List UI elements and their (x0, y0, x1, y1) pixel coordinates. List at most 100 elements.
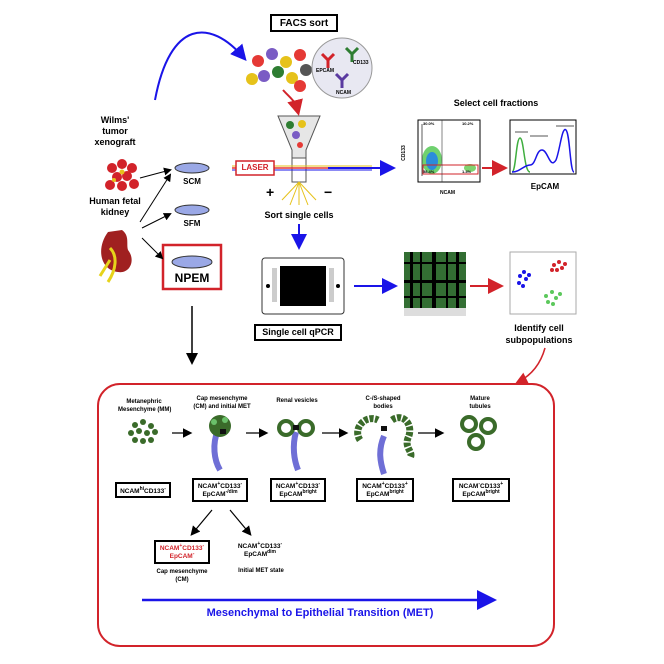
cs-a-sup: + (381, 481, 385, 487)
sort-single-cells-label: Sort single cells (264, 210, 334, 220)
marker-box-mt: NCAM-CD133+ EpCAMbright (452, 478, 510, 502)
epcam-histogram (509, 119, 577, 175)
marker-box-mm: NCAMhiCD133- (115, 482, 171, 498)
qpcr-label: Single cell qPCR (254, 324, 342, 341)
marker-box-rv: NCAM+CD133- EpCAMbright (270, 478, 326, 502)
stage-title-cm: Cap mesenchyme (CM) and initial MET (190, 395, 254, 411)
rv-b: CD133 (298, 483, 319, 490)
rv-c-sup: bright (302, 489, 317, 496)
met-c-sup: dim (267, 549, 276, 556)
stage-title-cs: C-/S-shaped bodies (356, 395, 410, 411)
stage-cm-l1: Cap mesenchyme (196, 396, 248, 402)
cm-c-sup: -/dim (225, 489, 238, 496)
facs-scatter-plot (417, 119, 481, 183)
scm-label: SCM (183, 177, 201, 186)
cap-caption: Cap mesenchyme (CM) (146, 568, 218, 584)
facs-sort-label: FACS sort (270, 14, 338, 32)
cs-c: EpCAM (366, 491, 390, 499)
cs-b-sup: + (404, 481, 408, 487)
rv-b-sup: - (318, 481, 321, 487)
marker-box-met: NCAM+CD133- EpCAMdim (232, 540, 288, 564)
stage-mm-l1: Metanephric (126, 399, 162, 405)
marker-box-cs: NCAM+CD133+ EpCAMbright (356, 478, 414, 502)
red-arrow-bottom (515, 347, 546, 384)
qpcr-chip (261, 257, 345, 315)
npem-label: NPEM (174, 271, 210, 285)
mt-b-sup: + (500, 481, 504, 487)
ab-cd133-label: CD133 (353, 60, 369, 66)
stage-title-mm: Metanephric Mesenchyme (MM) (118, 398, 172, 414)
stage-cm-l2: (CM) and initial MET (193, 404, 251, 410)
mature-tubules (460, 415, 497, 451)
met-line1: NCAM+CD133- (232, 541, 288, 550)
facs-q-tl: 30.0% (423, 121, 435, 126)
cm-line1: NCAM+CD133- (194, 481, 246, 490)
culture-dishes (161, 162, 223, 291)
curved-arrow (154, 31, 247, 101)
facs-y-axis: CD133 (400, 145, 407, 161)
wilms-line1: Wilms' (100, 115, 130, 125)
cm-a-sup: + (217, 481, 221, 487)
stage-mm-l2: Mesenchyme (MM) (118, 407, 172, 413)
stage-mt-l2: tubules (469, 404, 491, 410)
cap-caption-l2: (CM) (175, 577, 189, 583)
mm-cells (128, 419, 158, 444)
mt-c-sup: bright (485, 489, 500, 496)
cap-b: CD133 (182, 545, 203, 552)
marker-box-cap: NCAM+CD133- EpCAM- (154, 540, 210, 564)
mt-a-sup: - (478, 481, 480, 487)
mt-line2: EpCAMbright (454, 489, 508, 499)
mt-a: NCAM (458, 483, 479, 490)
arrow-kidney-npem (141, 237, 164, 260)
ab-ncam-label: NCAM (336, 90, 351, 96)
met-title: Mesenchymal to Epithelial Transition (ME… (206, 607, 434, 619)
ab-epcam-label: EPCAM (316, 68, 335, 74)
stage-cs-l1: C-/S-shaped (365, 396, 401, 402)
cm-c: EpCAM (202, 491, 226, 499)
met-a-sup: + (257, 541, 261, 547)
stage-mt-l1: Mature (470, 396, 490, 402)
identify-label: Identify cell subpopulations (494, 322, 584, 346)
minus-label: − (324, 184, 333, 200)
identify-line2: subpopulations (505, 335, 573, 345)
mm-a: NCAM (120, 488, 140, 495)
cm-a: NCAM (197, 483, 218, 490)
cap-line2: EpCAM- (156, 552, 208, 561)
facs-q-tr: 10.2% (462, 121, 474, 126)
cm-b: CD133 (220, 483, 241, 490)
stage-cs-l2: bodies (373, 404, 393, 410)
arrow-kidney-scm (139, 173, 172, 223)
mm-b: CD133 (144, 488, 165, 495)
mm-b-sup: - (164, 486, 166, 492)
mt-c: EpCAM (462, 491, 486, 499)
cap-line1: NCAM+CD133- (156, 543, 208, 552)
tumor-xenograft (105, 159, 139, 191)
met-line2: EpCAMdim (232, 549, 288, 559)
mt-line1: NCAM-CD133+ (454, 481, 508, 490)
wilms-line3: xenograft (94, 137, 136, 147)
facs-x-axis: NCAM (440, 190, 455, 196)
arrow-kidney-sfm (141, 213, 172, 229)
cs-line1: NCAM+CD133+ (358, 481, 412, 490)
met-a: NCAM (237, 543, 258, 550)
wilms-line2: tumor (102, 126, 128, 136)
cs-c-sup: bright (389, 489, 404, 496)
rv-line2: EpCAMbright (272, 489, 324, 499)
qpcr-heatmap (404, 252, 466, 316)
select-cell-fractions-label: Select cell fractions (453, 98, 539, 108)
met-b-sup: - (280, 541, 283, 547)
rv-a: NCAM (275, 483, 296, 490)
mm-a-sup: hi (139, 486, 145, 492)
met-caption: Initial MET state (238, 568, 284, 574)
arrow-tumor-scm (139, 167, 172, 179)
red-arrow-down (282, 89, 303, 116)
stage-title-mt: Mature tubules (460, 395, 500, 411)
rv-line1: NCAM+CD133- (272, 481, 324, 490)
facs-q-br: 1.4% (462, 169, 472, 174)
met-b: CD133 (260, 543, 281, 550)
facs-q-bl: 58.4% (423, 169, 435, 174)
cm-structure (209, 415, 231, 472)
cell-clusters (509, 251, 577, 315)
histogram-x-axis: EpCAM (530, 182, 560, 191)
